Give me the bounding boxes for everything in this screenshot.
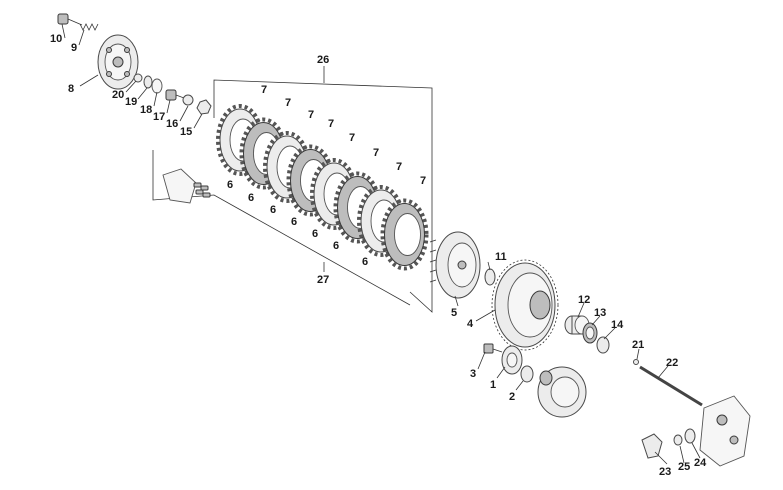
clutch-disc-stack (216, 104, 429, 271)
callout-7e: 7 (349, 132, 355, 144)
callout-14: 14 (611, 319, 624, 331)
callout-25: 25 (678, 461, 690, 473)
callout-7b: 7 (285, 97, 291, 109)
callout-12: 12 (578, 294, 590, 306)
push-rod-head (165, 89, 185, 101)
callout-18: 18 (140, 104, 152, 116)
release-bushing (684, 428, 696, 444)
callout-6f: 6 (333, 240, 339, 252)
primary-gear (501, 345, 523, 375)
engine-housing (699, 395, 751, 467)
callout-13: 13 (594, 307, 606, 319)
bushing (564, 315, 590, 335)
push-rod (639, 365, 703, 407)
thrust-washer (596, 336, 610, 354)
callout-21: 21 (632, 339, 644, 351)
callout-7g: 7 (396, 161, 402, 173)
callout-labels: 10 9 8 20 19 18 17 16 15 26 7 7 7 7 7 7 … (50, 33, 707, 478)
callout-11: 11 (495, 251, 507, 263)
leader-lines (61, 23, 701, 465)
callout-6d: 6 (291, 216, 297, 228)
callout-3: 3 (470, 368, 476, 380)
callout-26: 26 (317, 54, 329, 66)
bolt (57, 13, 83, 26)
callout-4: 4 (467, 318, 474, 330)
release-lever (641, 433, 663, 459)
clutch-basket (491, 259, 559, 351)
callout-16: 16 (166, 118, 178, 130)
nut (196, 99, 212, 115)
callout-6a: 6 (227, 179, 233, 191)
callout-7f: 7 (373, 147, 379, 159)
callout-6g: 6 (362, 256, 368, 268)
callout-7c: 7 (308, 109, 314, 121)
spacer (520, 365, 534, 383)
callout-2: 2 (509, 391, 515, 403)
callout-23: 23 (659, 466, 671, 478)
bearing (143, 75, 153, 89)
callout-22: 22 (666, 357, 678, 369)
callout-20: 20 (112, 89, 124, 101)
callout-9: 9 (71, 42, 77, 54)
lock-washer (182, 94, 194, 106)
callout-10: 10 (50, 33, 62, 45)
callout-17: 17 (153, 111, 165, 123)
release-washer (673, 434, 683, 446)
bearing-ring (151, 78, 163, 94)
callout-7a: 7 (261, 84, 267, 96)
callout-6b: 6 (248, 192, 254, 204)
callout-19: 19 (125, 96, 137, 108)
needle-bearing (582, 322, 598, 344)
clutch-plate (380, 198, 429, 271)
clutch-cover (537, 366, 587, 418)
kit-26-outline (213, 79, 433, 313)
callout-7h: 7 (420, 175, 426, 187)
callout-8: 8 (68, 83, 74, 95)
callout-1: 1 (490, 379, 496, 391)
callout-7d: 7 (328, 118, 334, 130)
ball (633, 359, 639, 365)
spring (79, 23, 99, 31)
clutch-hub (429, 231, 481, 299)
hub-washer (484, 268, 496, 286)
callout-27: 27 (317, 274, 329, 286)
callout-15: 15 (180, 126, 192, 138)
callout-5: 5 (451, 307, 457, 319)
pressure-plate (97, 34, 139, 90)
gasket (162, 168, 211, 204)
callout-6e: 6 (312, 228, 318, 240)
callout-24: 24 (694, 457, 707, 469)
washer (133, 73, 143, 83)
callout-6c: 6 (270, 204, 276, 216)
gear-nut (483, 343, 503, 354)
